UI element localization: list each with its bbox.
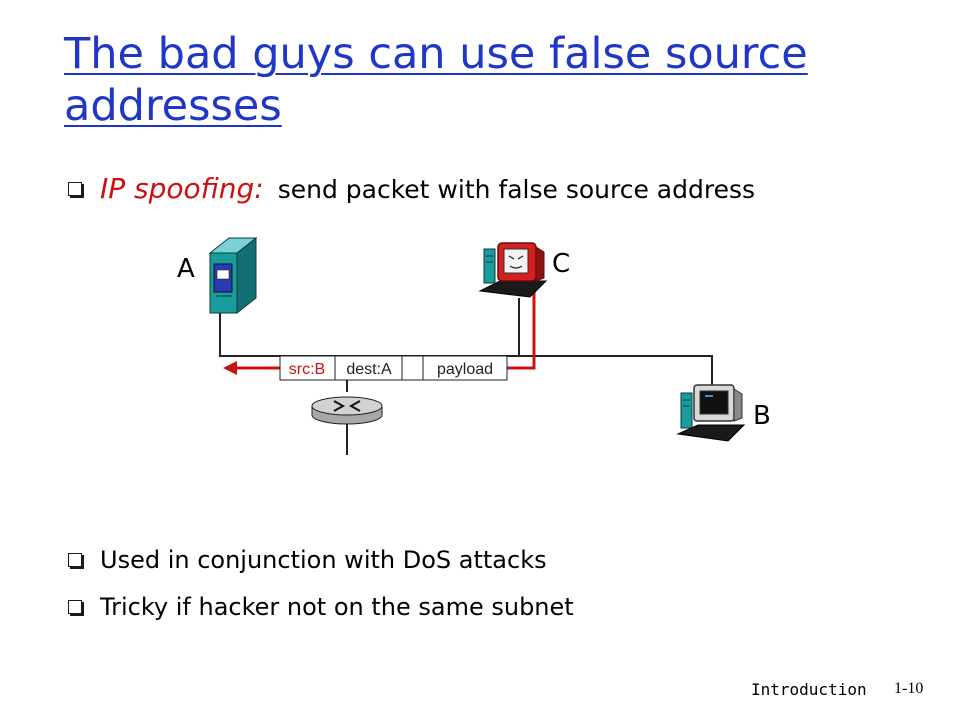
footer-page-number: 1-10 [894, 680, 924, 697]
b-tower [680, 392, 693, 429]
bullet-term: IP spoofing: [100, 172, 264, 205]
bullet-dos: Used in conjunction with DoS attacks [68, 546, 547, 574]
footer-section-label: Introduction [751, 680, 867, 699]
host-b-label: B [753, 401, 771, 431]
host-c-label: C [552, 249, 570, 279]
c-face [508, 255, 524, 269]
host-a-label: A [177, 254, 195, 284]
c-screen [503, 248, 529, 274]
link-a-to-bus [219, 313, 713, 393]
c-monitor-side [535, 246, 545, 282]
bullet-text: send packet with false source address [277, 175, 756, 204]
computer-b-icon [676, 384, 746, 442]
b-screen [699, 390, 729, 415]
packet-dest-field: dest:A [346, 361, 392, 378]
b-monitor-side [733, 388, 743, 422]
slide-title: The bad guys can use false source addres… [64, 29, 808, 131]
c-tower [483, 248, 496, 284]
router-icon [311, 396, 383, 425]
bullet-box-icon [68, 182, 82, 196]
bullet-box-icon [68, 600, 82, 614]
spoofed-packet: src:B dest:A payload [279, 355, 508, 381]
server-a-drive [216, 269, 230, 280]
router-top [311, 396, 383, 416]
bullet-text: Tricky if hacker not on the same subnet [100, 593, 574, 621]
b-keyboard [676, 424, 746, 442]
server-a-icon [208, 236, 258, 315]
packet-payload-field: payload [437, 361, 493, 378]
router-arrows [333, 400, 361, 412]
bullet-ip-spoofing: IP spoofing: send packet with false sour… [68, 172, 755, 205]
attacker-computer-c-icon [478, 242, 548, 298]
spoof-arrow-head-icon [223, 361, 237, 375]
packet-outline [279, 355, 508, 381]
c-keyboard [478, 280, 548, 298]
bullet-subnet: Tricky if hacker not on the same subnet [68, 593, 574, 621]
bullet-box-icon [68, 553, 82, 567]
bullet-text: Used in conjunction with DoS attacks [100, 546, 547, 574]
packet-src-field: src:B [289, 361, 325, 378]
